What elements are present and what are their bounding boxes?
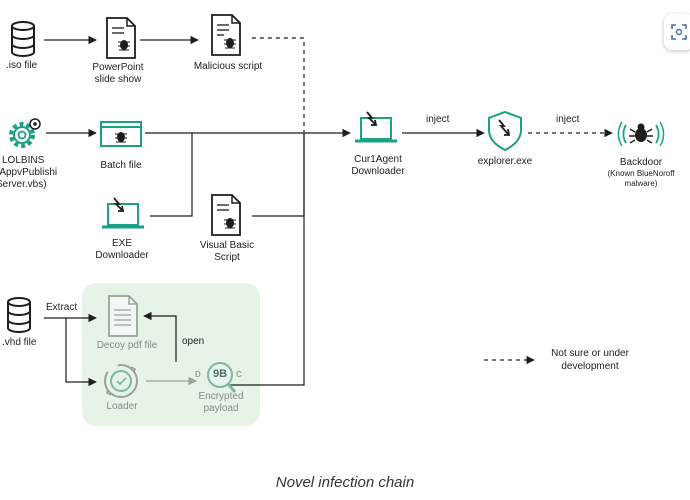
edge-loader-to-bus: [214, 133, 305, 386]
database-icon: [7, 297, 31, 333]
database-icon: [11, 21, 35, 57]
laptop-arrow-icon: [102, 197, 144, 229]
edge-vbs-to-bus: [252, 133, 305, 217]
document-bug-icon: [106, 17, 136, 59]
vhd-file-label: .vhd file: [2, 337, 37, 348]
svg-text:D: D: [195, 370, 201, 379]
backdoor-label-title: Backdoor: [619, 157, 663, 168]
window-bug-icon: [100, 121, 142, 147]
encrypted-glyph: 9B: [212, 368, 228, 380]
svg-text:C: C: [236, 370, 242, 379]
encrypted-payload-label-line-1: Encrypted: [198, 391, 244, 402]
backdoor-note-line-2: malware): [624, 179, 658, 188]
bug-icon: [617, 121, 665, 147]
powerpoint-label: PowerPoint slide show: [84, 62, 152, 86]
legend-label: Not sure or under development: [551, 348, 629, 372]
lolbins-label-line-2: (AppvPublishi: [0, 167, 58, 178]
cur1agent-label-line-2: Downloader: [351, 166, 405, 177]
powerpoint-label-line-1: PowerPoint: [92, 62, 144, 73]
inject-label-1: inject: [426, 114, 450, 125]
loader-label: Loader: [106, 401, 138, 412]
decoy-pdf-label: Decoy pdf file: [96, 340, 158, 351]
document-bug-icon: [211, 194, 241, 236]
malicious-script-label: Malicious script: [193, 61, 263, 72]
scan-button[interactable]: [664, 14, 690, 50]
exe-downloader-label: EXE Downloader: [88, 238, 156, 262]
connectors: [44, 35, 613, 387]
magnifier-icon: D C: [195, 362, 242, 393]
batch-file-label: Batch file: [100, 160, 142, 171]
loader-icon: [104, 364, 138, 398]
powerpoint-label-line-2: slide show: [94, 74, 142, 85]
iso-file-label: .iso file: [6, 60, 38, 71]
exe-downloader-label-line-2: Downloader: [95, 250, 149, 261]
cur1agent-label-line-1: Cur1Agent: [354, 154, 402, 165]
visual-basic-label-line-1: Visual Basic: [199, 240, 255, 251]
backdoor-label: Backdoor (Known BlueNoroff malware): [604, 157, 678, 189]
edge-payload-to-decoy: [143, 311, 177, 362]
shield-arrow-icon: [488, 110, 522, 152]
decoy-document-icon: [108, 295, 138, 337]
visual-basic-label: Visual Basic Script: [192, 240, 262, 264]
open-label: open: [182, 336, 205, 347]
edge-script-dashed: [252, 37, 305, 132]
lolbins-label: LOLBINS (AppvPublishi Server.vbs): [0, 155, 57, 191]
lolbins-label-line-1: LOLBINS: [2, 155, 45, 166]
gear-icon: [9, 118, 41, 148]
laptop-arrow-icon: [355, 111, 397, 143]
encrypted-payload-label: Encrypted payload: [190, 391, 252, 415]
edge-exe-to-bus: [150, 133, 193, 217]
figure-caption: Novel infection chain: [275, 474, 415, 491]
visual-basic-label-line-2: Script: [214, 252, 240, 263]
scan-icon: [671, 24, 687, 40]
exe-downloader-label-line-1: EXE: [111, 238, 132, 249]
backdoor-note-line-1: (Known BlueNoroff: [607, 169, 675, 178]
cur1agent-label: Cur1Agent Downloader: [343, 154, 413, 178]
edge-vhd-to-loader: [65, 318, 97, 387]
extract-label: Extract: [46, 302, 78, 313]
explorer-label: explorer.exe: [477, 156, 533, 167]
encrypted-payload-label-line-2: payload: [203, 403, 239, 414]
inject-label-2: inject: [556, 114, 580, 125]
document-bug-icon: [211, 14, 241, 56]
lolbins-label-line-3: Server.vbs): [0, 179, 47, 190]
